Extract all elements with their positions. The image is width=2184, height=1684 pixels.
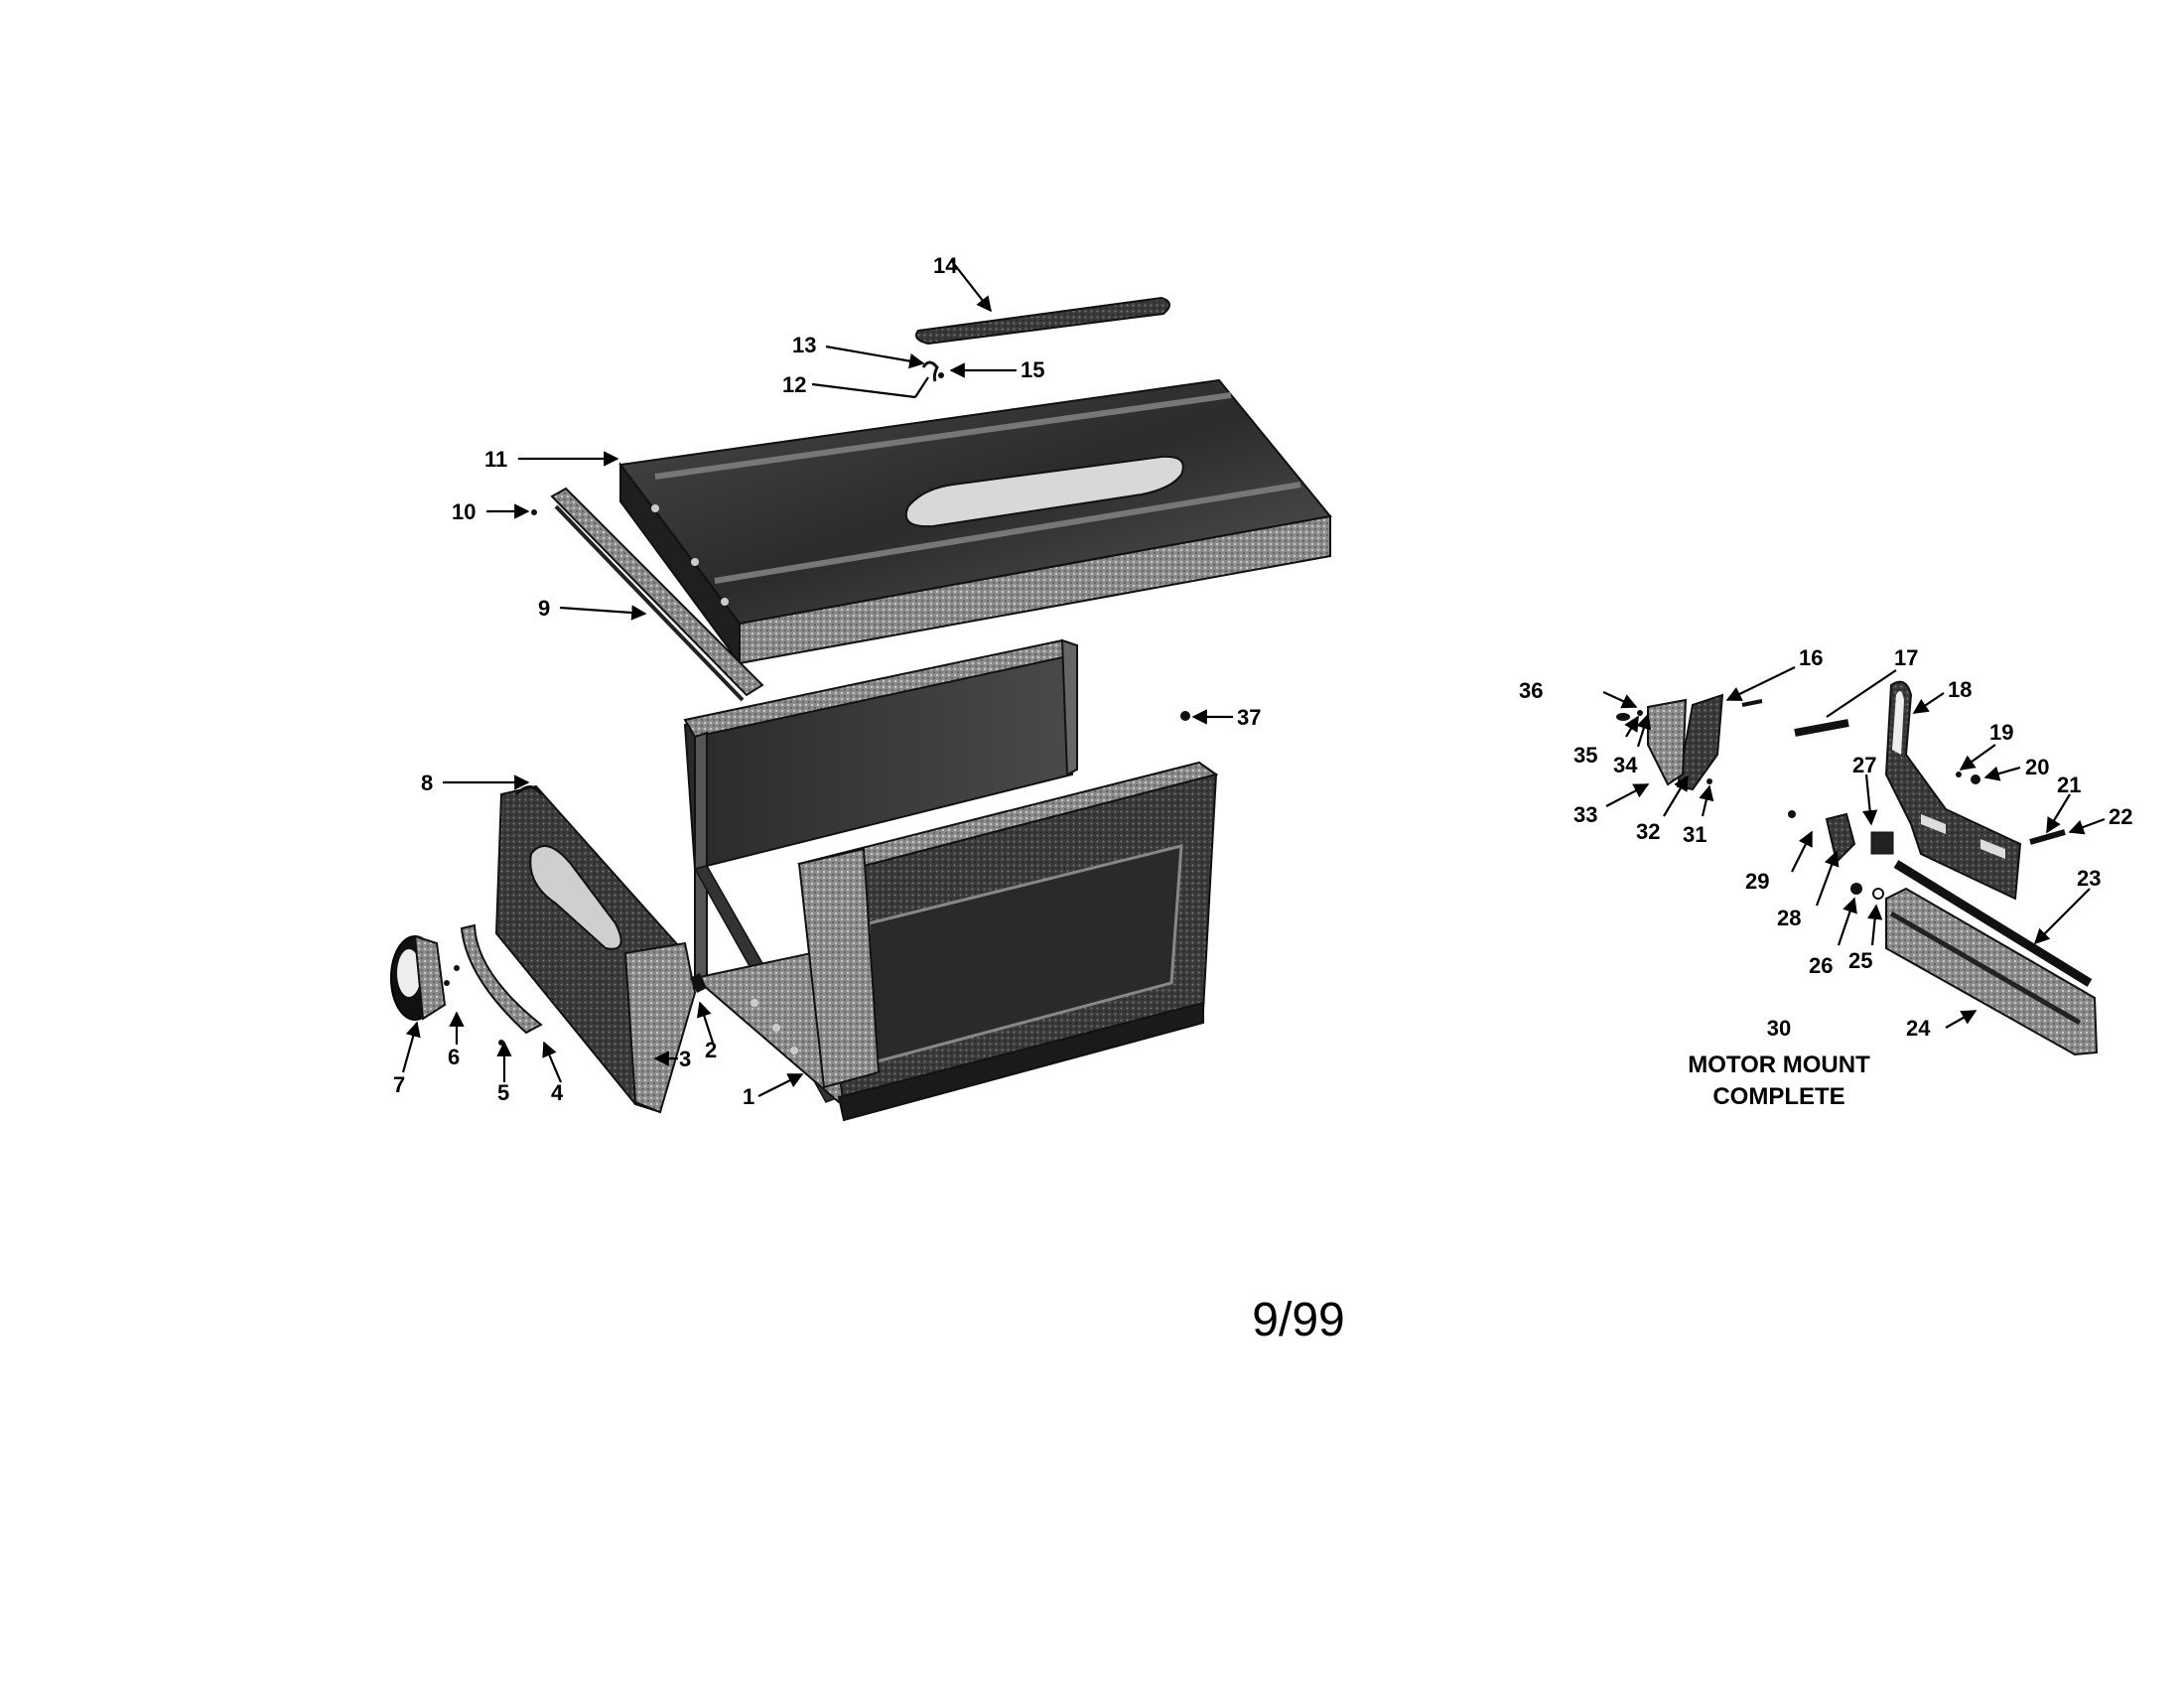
callout-labels: 1 2 3 4 5 6 7 8 9 10 11 12 13 14 15 16 1… [393,253,2132,1109]
callout-9: 9 [538,596,550,621]
caption-line-2: COMPLETE [1712,1083,1844,1110]
callout-19: 19 [1989,720,2013,745]
part-table-top [618,378,1332,667]
callout-2: 2 [705,1038,717,1062]
callout-27: 27 [1852,753,1876,777]
part-motor-base-rail [1885,887,2099,1056]
callout-14: 14 [933,253,958,278]
part-motor-small-parts [1616,699,2066,900]
callout-15: 15 [1021,357,1044,382]
callout-26: 26 [1809,953,1833,978]
part-motor-shaft [1893,860,2093,987]
callout-10: 10 [452,499,476,524]
part-side-rail [531,487,764,702]
callout-34: 34 [1613,753,1638,777]
leader-lines [401,259,2106,1097]
callout-5: 5 [497,1080,509,1105]
callout-22: 22 [2109,804,2132,829]
callout-11: 11 [484,447,507,472]
caption-line-1: MOTOR MOUNT [1688,1052,1870,1078]
part-pin [1180,711,1190,721]
part-cabinet [683,638,1219,1122]
caption-number: 30 [1767,1016,1791,1041]
callout-37: 37 [1237,705,1261,730]
callout-36: 36 [1519,678,1543,703]
callout-21: 21 [2057,772,2081,797]
callout-17: 17 [1894,645,1918,670]
part-motor-bracket-plate [1647,693,1724,791]
callout-3: 3 [679,1047,691,1071]
callout-16: 16 [1799,645,1823,670]
callout-23: 23 [2077,866,2101,891]
callout-7: 7 [393,1072,405,1097]
part-handwheel [390,934,450,1021]
callout-35: 35 [1573,743,1597,768]
part-table-insert [915,296,1170,346]
part-clip-small [921,360,944,382]
part-curved-scale [460,923,543,1035]
callout-31: 31 [1683,822,1706,847]
callout-1: 1 [743,1084,754,1109]
callout-12: 12 [782,372,806,397]
callout-8: 8 [421,771,433,795]
part-bracket [623,941,707,1114]
callout-18: 18 [1948,677,1972,702]
callout-29: 29 [1745,869,1769,894]
callout-20: 20 [2025,755,2049,779]
callout-33: 33 [1573,802,1597,827]
callout-6: 6 [448,1045,460,1069]
page-number: 9/99 [1252,1294,1344,1346]
callout-4: 4 [551,1080,564,1105]
callout-25: 25 [1848,948,1872,973]
part-motor-arm [1884,680,2022,901]
callout-28: 28 [1777,906,1801,930]
callout-24: 24 [1906,1016,1931,1041]
callout-13: 13 [792,333,816,357]
part-motor-rod-short [1794,719,1849,737]
callout-32: 32 [1636,819,1660,844]
motor-mount-caption: 30 MOTOR MOUNT COMPLETE [1688,1016,1870,1110]
